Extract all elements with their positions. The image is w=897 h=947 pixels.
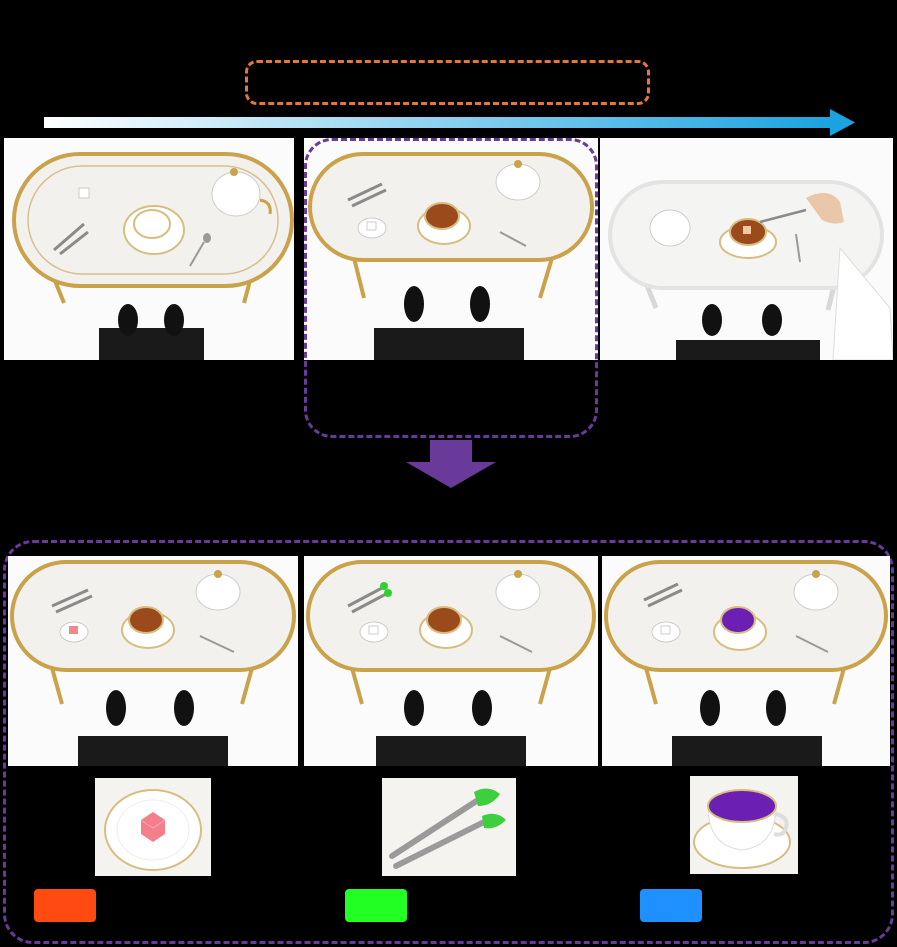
swatch-edit-2 (345, 889, 407, 922)
edit-purple-tea-panel (602, 556, 890, 766)
edit-pink-sugar-panel (8, 556, 298, 766)
down-arrow-icon (406, 440, 496, 488)
tea-table-scene (600, 138, 893, 360)
purple-tea-thumbnail (690, 776, 798, 874)
timeline-label-box (245, 60, 650, 105)
frame-2-panel (304, 138, 598, 360)
transition-arrow (406, 440, 496, 488)
pink-sugar-thumbnail (95, 778, 211, 876)
tea-table-scene (304, 138, 598, 360)
tea-table-scene (8, 556, 298, 766)
pink-sugar-cube-icon (95, 778, 211, 876)
green-tongs-thumbnail (382, 778, 516, 876)
frame-3-panel (600, 138, 893, 360)
selected-frame-box (304, 138, 598, 438)
tea-table-scene (602, 556, 890, 766)
frame-1-panel (4, 138, 294, 360)
swatch-edit-1 (34, 889, 96, 922)
purple-tea-cup-icon (690, 776, 798, 874)
tea-table-scene (4, 138, 294, 360)
swatch-edit-3 (640, 889, 702, 922)
edited-frames-box (3, 540, 894, 944)
right-arrow-icon (44, 109, 855, 136)
timeline-arrow (44, 108, 859, 138)
edit-green-tongs-panel (304, 556, 598, 766)
green-tongs-icon (382, 778, 516, 876)
tea-table-scene (304, 556, 598, 766)
